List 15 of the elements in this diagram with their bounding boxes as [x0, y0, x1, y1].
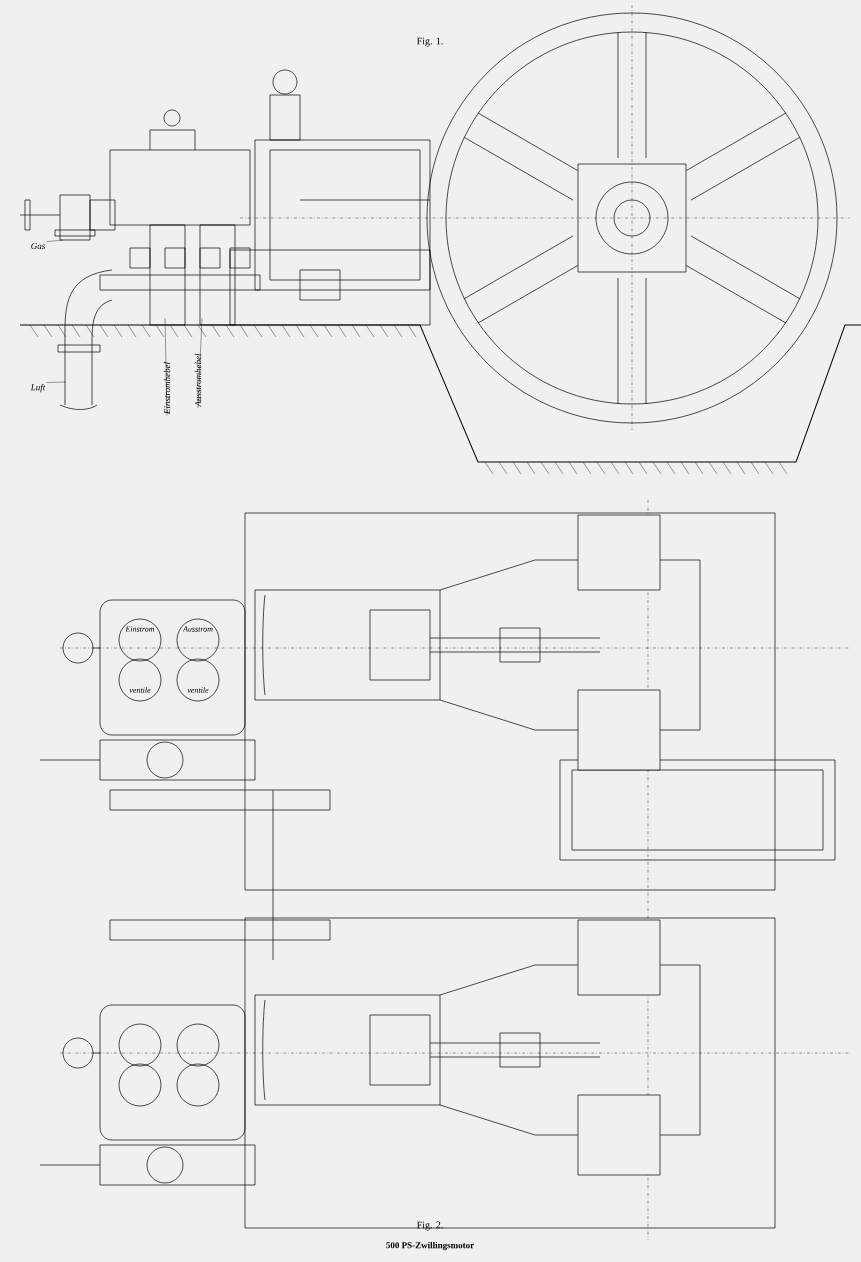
part-label: Ausstromhebel: [194, 353, 202, 408]
part-label: Einstromhebel: [163, 362, 171, 415]
caption: 500 PS-Zwillingsmotor: [386, 1241, 474, 1251]
leader-line: [46, 239, 64, 242]
valve-label: Einstrom: [125, 626, 155, 632]
valve-label: ventile: [187, 687, 209, 693]
part-label: Gas: [31, 243, 45, 250]
leader-line: [197, 317, 203, 409]
figure-number: Fig. 2.: [416, 1221, 443, 1231]
leader-line: [164, 317, 168, 416]
part-label: Luft: [30, 383, 46, 393]
valve-label: ventile: [129, 687, 151, 693]
figure-number: Fig. 1.: [416, 37, 443, 47]
leader-line: [46, 381, 67, 383]
valve-label: Ausstrom: [182, 626, 213, 632]
